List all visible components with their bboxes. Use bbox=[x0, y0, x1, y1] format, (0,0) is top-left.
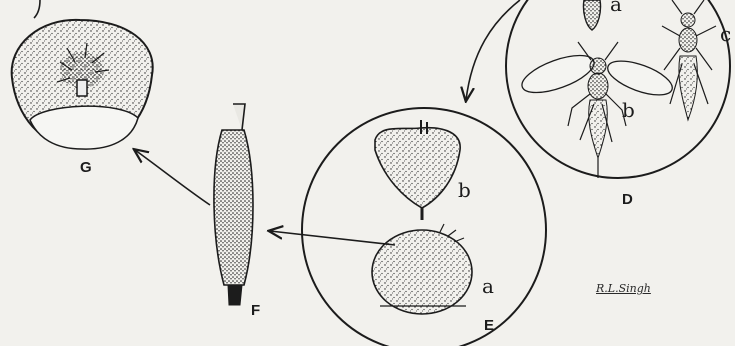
fig-eb bbox=[375, 120, 460, 220]
label-e: E bbox=[484, 318, 494, 333]
label-g: G bbox=[80, 160, 92, 175]
wasp-dc bbox=[662, 0, 716, 120]
wasp-db bbox=[518, 42, 677, 178]
label-d-a: a bbox=[610, 0, 622, 14]
arrow-f-to-g bbox=[135, 150, 210, 205]
label-d: D bbox=[622, 192, 633, 207]
fig-g bbox=[12, 0, 153, 149]
label-e-a: a bbox=[482, 276, 494, 296]
label-d-b: b bbox=[622, 100, 635, 120]
fig-ea bbox=[372, 224, 472, 314]
artist-signature: R.L.Singh bbox=[596, 283, 651, 294]
arrow-d-to-e bbox=[466, 0, 520, 100]
label-d-c: c bbox=[720, 24, 731, 44]
label-f: F bbox=[251, 303, 260, 318]
wasp-da bbox=[583, 0, 600, 30]
arrow-e-to-f bbox=[270, 231, 395, 245]
label-e-b: b bbox=[458, 180, 471, 200]
stalk-f bbox=[214, 104, 253, 305]
